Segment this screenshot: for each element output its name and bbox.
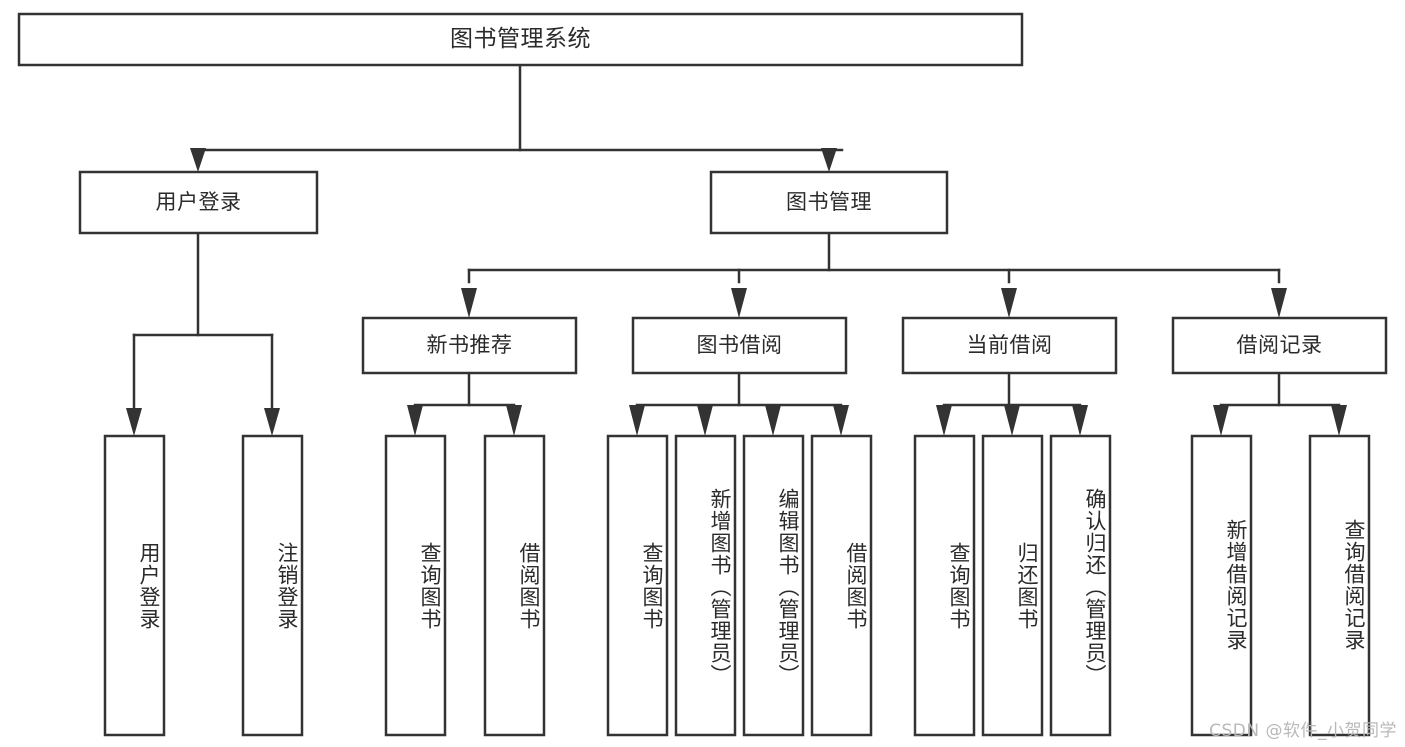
leaf-box-confirm-return[interactable]	[1049, 434, 1112, 737]
connector-borrowrecord-to-leaves	[1213, 371, 1347, 436]
connector-root-to-level1	[190, 63, 844, 172]
leaf-box-query-book-3[interactable]	[913, 434, 976, 737]
leaf-box-query-book-1[interactable]	[384, 434, 447, 737]
leaf-box-query-book-2[interactable]	[606, 434, 669, 737]
node-box-book-borrow[interactable]	[631, 316, 848, 375]
connector-newbook-to-leaves	[407, 371, 522, 436]
csdn-watermark: CSDN @软件_小贺同学	[1209, 721, 1397, 741]
leaf-box-user-logout[interactable]	[241, 434, 304, 737]
leaf-box-borrow-book-1[interactable]	[483, 434, 546, 737]
connector-bookmanage-to-level2	[461, 231, 1287, 318]
node-box-book-manage[interactable]	[709, 170, 949, 235]
leaf-box-edit-book[interactable]	[742, 434, 805, 737]
node-box-root[interactable]	[17, 12, 1024, 67]
node-box-borrow-record[interactable]	[1171, 316, 1388, 375]
node-box-user-login[interactable]	[78, 170, 319, 235]
leaf-box-return-book[interactable]	[981, 434, 1044, 737]
leaf-box-add-book[interactable]	[674, 434, 737, 737]
leaf-box-add-record[interactable]	[1190, 434, 1253, 737]
connector-userlogin-to-leaves	[126, 231, 280, 436]
connector-currentborrow-to-leaves	[936, 371, 1088, 436]
leaf-box-user-login[interactable]	[103, 434, 166, 737]
connector-bookborrow-to-leaves	[629, 371, 849, 436]
node-box-current-borrow[interactable]	[901, 316, 1118, 375]
leaf-box-query-record[interactable]	[1308, 434, 1371, 737]
leaf-box-borrow-book-2[interactable]	[810, 434, 873, 737]
node-box-new-book-rec[interactable]	[361, 316, 578, 375]
